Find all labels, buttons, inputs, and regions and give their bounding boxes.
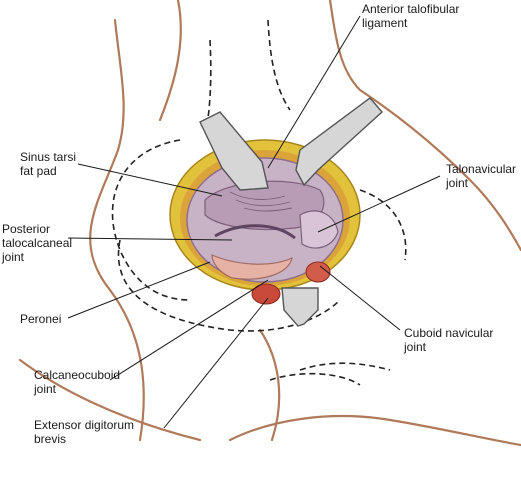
retractor-bottom (281, 287, 319, 327)
foot-outline-bottom (228, 415, 521, 447)
leader-sinus-tarsi (77, 163, 223, 197)
leader-peronei (67, 261, 211, 319)
label-cuboid-navicular: Cuboid navicular joint (404, 326, 494, 354)
retractor-right (295, 97, 383, 187)
label-sinus-tarsi: Sinus tarsi fat pad (20, 150, 77, 178)
dashed-outlines (111, 19, 407, 386)
retractors (199, 97, 383, 327)
leader-posterior-talocalcaneal (67, 237, 233, 241)
label-talonavicular: Talonavicular joint (446, 162, 517, 190)
dashed-calcaneus (117, 239, 341, 332)
talonavicular-surface (299, 210, 339, 249)
retractor-left (199, 111, 269, 191)
leader-anterior-talofibular (267, 15, 361, 169)
dashed-metatarsal (299, 362, 391, 371)
subtalar-joint-space (214, 224, 296, 240)
foot-outline-lower (18, 358, 202, 442)
wound (169, 139, 361, 305)
label-posterior-talocalcaneal: Posterior talocalcaneal joint (2, 222, 73, 264)
label-calcaneocuboid: Calcaneocuboid joint (34, 368, 121, 396)
ligament-fibers (229, 191, 293, 212)
leader-lines (67, 15, 441, 429)
dashed-tibia (267, 19, 291, 111)
heel-outline (258, 328, 281, 442)
leader-talonavicular (317, 175, 441, 233)
cuboid-area (305, 261, 331, 283)
label-anterior-talofibular: Anterior talofibular ligament (362, 2, 460, 30)
dashed-navicular (359, 189, 407, 261)
leg-outline-right (328, 0, 521, 252)
leader-calcaneocuboid (109, 279, 269, 381)
leader-cuboid-navicular (319, 265, 401, 331)
dashed-cuboid (269, 372, 361, 386)
leg-outline-upper (158, 0, 182, 122)
edb-muscle (251, 283, 281, 305)
skin-outlines (18, 0, 521, 447)
label-extensor-digitorum: Extensor digitorum brevis (34, 418, 135, 446)
leader-extensor-digitorum (163, 297, 269, 429)
leg-outline-left (89, 18, 145, 442)
label-peronei: Peronei (20, 312, 62, 326)
dashed-talus-outline (111, 139, 191, 301)
calcaneus-surface (211, 254, 293, 280)
